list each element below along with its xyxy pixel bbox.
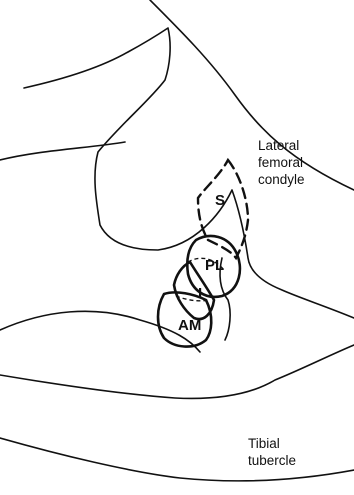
label-pl: PL [205,257,224,274]
label-am: AM [178,317,201,334]
femur-inner-line [0,142,125,160]
tibial-outline [0,345,354,398]
label-s: S [215,192,225,209]
tibial-tubercle-label-2: tubercle [248,453,296,468]
tibial-bottom-curve [0,438,354,481]
lateral-femoral-condyle-label-3: condyle [258,172,305,187]
tibial-tubercle-label-1: Tibial [248,436,280,451]
lateral-femoral-condyle-label-2: femoral [258,155,303,170]
lateral-femoral-condyle-label-1: Lateral [258,138,299,153]
label-i: I [198,285,202,302]
superior-bundle-outline [198,160,248,258]
femur-outer-contour [150,0,354,190]
tibial-plateau-line [0,311,200,352]
